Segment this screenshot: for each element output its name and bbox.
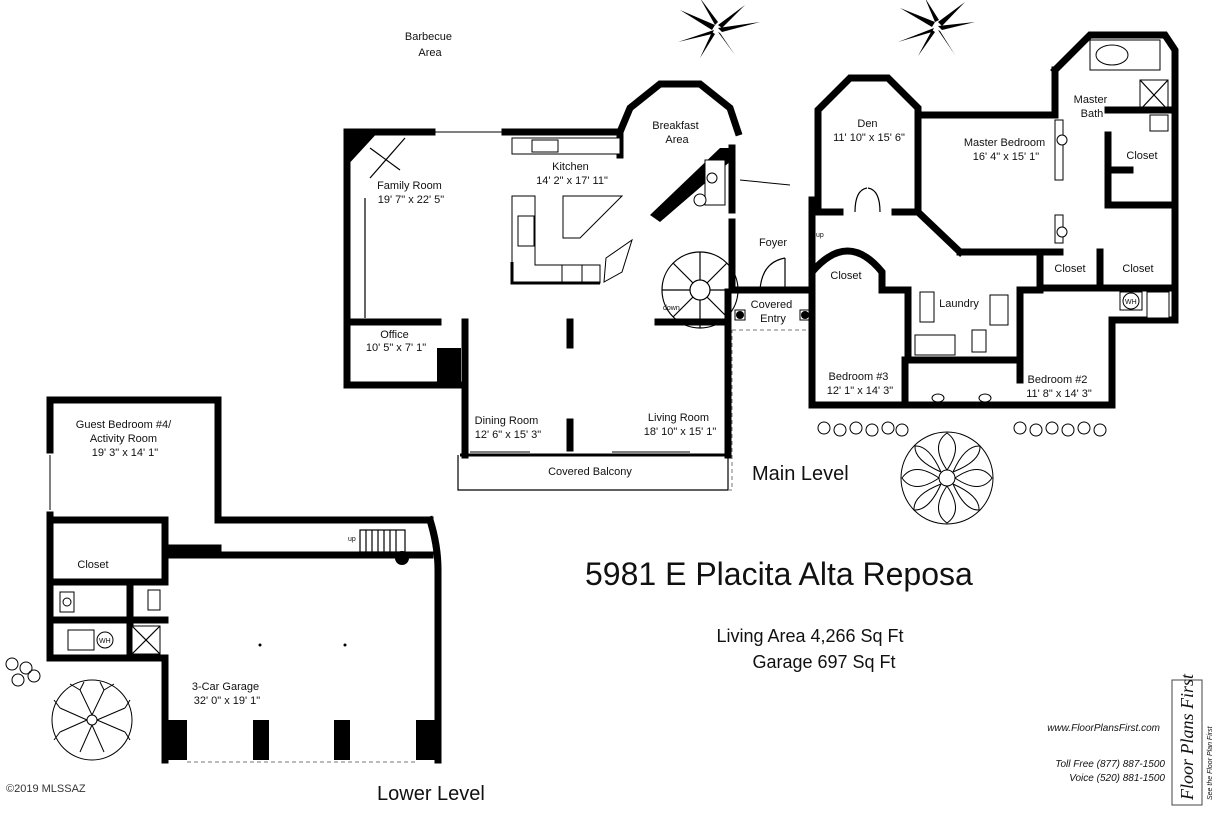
shrubs-lower	[5, 657, 41, 687]
lower-level-title: Lower Level	[377, 783, 485, 805]
dining-room-label: Dining Room 12' 6" x 15' 3"	[475, 415, 542, 441]
covered-balcony-label: Covered Balcony	[548, 466, 632, 478]
up-annotation-main: up	[816, 232, 824, 239]
garage-label: 3-Car Garage 32' 0" x 19' 1"	[192, 681, 262, 707]
tree-main	[900, 431, 994, 525]
palm-tree-left	[678, 0, 760, 58]
garage-area-text: Garage 697 Sq Ft	[752, 652, 895, 672]
website-text: www.FloorPlansFirst.com	[1047, 723, 1160, 734]
covered-entry-label: Covered Entry	[751, 299, 796, 325]
foyer-label: Foyer	[759, 237, 787, 249]
brand-logo: Floor Plans First See the Floor Plan Fir…	[1171, 673, 1214, 806]
master-bedroom-label: Master Bedroom 16' 4" x 15' 1"	[964, 137, 1048, 163]
closet-hall-label: Closet	[1054, 263, 1085, 275]
toll-free-text: Toll Free (877) 887-1500	[1055, 759, 1165, 770]
closet-guest-label: Closet	[77, 559, 108, 571]
closet-foyer-label: Closet	[830, 270, 861, 282]
barbecue-label: Barbecue Area	[405, 31, 455, 59]
water-heater-lower: WH	[99, 638, 111, 645]
voice-phone-text: Voice (520) 881-1500	[1069, 773, 1165, 784]
bedroom-2-label: Bedroom #2 11' 8" x 14' 3"	[1026, 374, 1092, 400]
laundry-label: Laundry	[939, 298, 979, 310]
up-annotation-lower: up	[348, 536, 356, 543]
guest-bedroom-label: Guest Bedroom #4/ Activity Room 19' 3" x…	[76, 419, 174, 459]
water-heater-main: WH	[1125, 299, 1137, 306]
shrubs-main-right	[1013, 421, 1107, 437]
down-annotation: down	[663, 305, 680, 312]
tree-lower	[51, 679, 133, 761]
main-level-title: Main Level	[752, 463, 849, 485]
breakfast-label: Breakfast Area	[652, 120, 702, 146]
family-room-label: Family Room 19' 7" x 22' 5"	[377, 180, 445, 206]
living-room-label: Living Room 18' 10" x 15' 1"	[644, 412, 717, 438]
property-address: 5981 E Placita Alta Reposa	[585, 556, 973, 592]
kitchen-label: Kitchen 14' 2" x 17' 11"	[536, 161, 608, 187]
shrubs-main-left	[817, 421, 909, 437]
svg-text:See the Floor Plan First: See the Floor Plan First	[1207, 725, 1214, 800]
main-level-walls	[343, 31, 1179, 491]
office-label: Office 10' 5" x 7' 1"	[366, 329, 426, 354]
closet-master-label: Closet	[1126, 150, 1157, 162]
copyright-text: ©2019 MLSSAZ	[6, 783, 86, 795]
lower-level-walls	[46, 396, 442, 764]
den-label: Den 11' 10" x 15' 6"	[833, 118, 905, 144]
svg-text:Floor Plans First: Floor Plans First	[1177, 673, 1197, 801]
bedroom-3-label: Bedroom #3 12' 1" x 14' 3"	[827, 371, 894, 397]
living-area-text: Living Area 4,266 Sq Ft	[716, 626, 903, 646]
lower-staircase	[359, 529, 409, 565]
master-bath-label: Master Bath	[1074, 94, 1111, 120]
palm-tree-right	[898, 0, 975, 56]
closet-bedroom2-label: Closet	[1122, 263, 1153, 275]
